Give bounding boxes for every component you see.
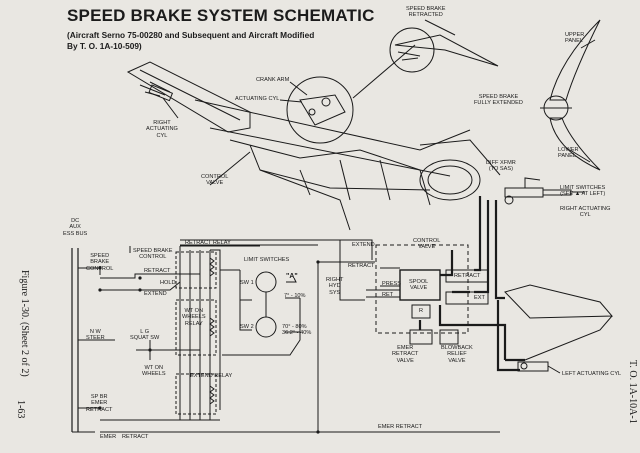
hydraulic-lines <box>418 196 525 372</box>
label-lower-panel: LOWER PANEL <box>558 147 579 160</box>
label-press: PRESS <box>382 281 401 287</box>
label-sp-br-emer-retract: SP BR EMER RETRACT <box>86 394 113 413</box>
spool-valve <box>399 269 441 301</box>
label-left-actuating-cyl: LEFT ACTUATING CYL <box>562 371 622 377</box>
label-blowback-relief-valve: BLOWBACK RELIEF VALVE <box>441 345 473 364</box>
label-extend-switch: EXTEND <box>144 291 167 297</box>
figure-caption: Figure 1-30. (Sheet 2 of 2) <box>19 270 30 377</box>
label-speed-brake-control: SPEED BRAKE CONTROL <box>133 248 173 261</box>
label-right-actuating-cyl-right: RIGHT ACTUATING CYL <box>560 206 611 219</box>
label-nw-steer: N W STEER <box>86 329 105 342</box>
label-actuating-cyl: ACTUATING CYL <box>235 96 280 102</box>
label-retract-port: RETRACT <box>454 273 481 279</box>
speed-brake-panels <box>540 19 601 171</box>
label-control-valve-box: CONTROL VALVE <box>413 238 441 251</box>
aircraft-wing-outline <box>126 61 501 231</box>
page-subtitle-line1: (Aircraft Serno 75-00280 and Subsequent … <box>67 30 315 40</box>
label-retract-bottom: RETRACT <box>122 434 149 440</box>
sw1-symbol <box>255 271 277 293</box>
label-marker-a: "A" <box>286 273 298 280</box>
label-control-valve-top: CONTROL VALVE <box>201 174 229 187</box>
label-retract-switch: RETRACT <box>144 268 171 274</box>
label-extend-relay: EXTEND RELAY <box>190 373 233 379</box>
left-actuating-cyl <box>504 284 614 374</box>
label-emer-retract-valve: EMER RETRACT VALVE <box>392 345 419 364</box>
label-extend-line: EXTEND <box>352 242 375 248</box>
label-retract-line: RETRACT <box>348 263 375 269</box>
label-wt-on-wheels-relay: WT ON WHEELS RELAY <box>182 308 206 327</box>
label-spool-valve: SPOOL VALVE <box>409 279 429 292</box>
label-upper-panel: UPPER PANEL <box>565 32 585 45</box>
right-actuating-cyl-top <box>148 84 179 119</box>
label-emer: EMER <box>100 434 117 440</box>
right-actuator-right <box>504 177 585 205</box>
label-r-box: R <box>419 308 424 314</box>
label-sw1: SW 1 <box>240 280 254 286</box>
dc-bus-bar <box>71 248 79 432</box>
label-dc-bus: DC AUX ESS BUS <box>63 218 88 237</box>
label-ext-port: EXT <box>474 295 485 301</box>
page-title: SPEED BRAKE SYSTEM SCHEMATIC <box>67 6 375 25</box>
label-speed-brake-fully-extended: SPEED BRAKE FULLY EXTENDED <box>474 94 523 107</box>
label-right-hyd-sys: RIGHT HYD SYS <box>326 277 344 296</box>
label-sw1-range: 7° - 10% <box>284 293 306 299</box>
label-emer-retract-line: EMER RETRACT <box>378 424 423 430</box>
label-crank-arm: CRANK ARM <box>256 77 290 83</box>
label-lg-squat-sw: L G SQUAT SW <box>130 329 160 342</box>
label-ret: RET <box>382 292 394 298</box>
sw2-symbol <box>255 316 277 338</box>
page-number: 1-63 <box>15 400 26 419</box>
label-retract-relay: RETRACT RELAY <box>185 240 231 246</box>
control-valve-box <box>375 244 469 334</box>
crank-arm-detail <box>279 44 416 144</box>
label-right-actuating-cyl-top: RIGHT ACTUATING CYL <box>146 120 178 139</box>
page-subtitle-line2: By T. O. 1A-10-509) <box>67 41 142 51</box>
label-diff-xfmr: DIFF XFMR (TO SAS) <box>486 160 516 173</box>
label-speed-brake-control-sw: SPEED BRAKE CONTROL <box>86 253 114 272</box>
label-sw2-range: 70° - 80% 36.2° - 40% <box>282 324 312 337</box>
to-number: T. O. 1A-10A-1 <box>627 360 638 424</box>
label-speed-brake-retracted: SPEED BRAKE RETRACTED <box>406 6 446 19</box>
label-limit-switches-see: LIMIT SWITCHES (SEE ▲ AT LEFT) <box>560 185 606 198</box>
label-hold: HOLD <box>160 280 176 286</box>
label-limit-switches: LIMIT SWITCHES <box>244 257 290 263</box>
label-wt-on-wheels: WT ON WHEELS <box>142 365 166 378</box>
retracted-detail <box>389 19 499 73</box>
label-sw2: SW 2 <box>240 324 254 330</box>
